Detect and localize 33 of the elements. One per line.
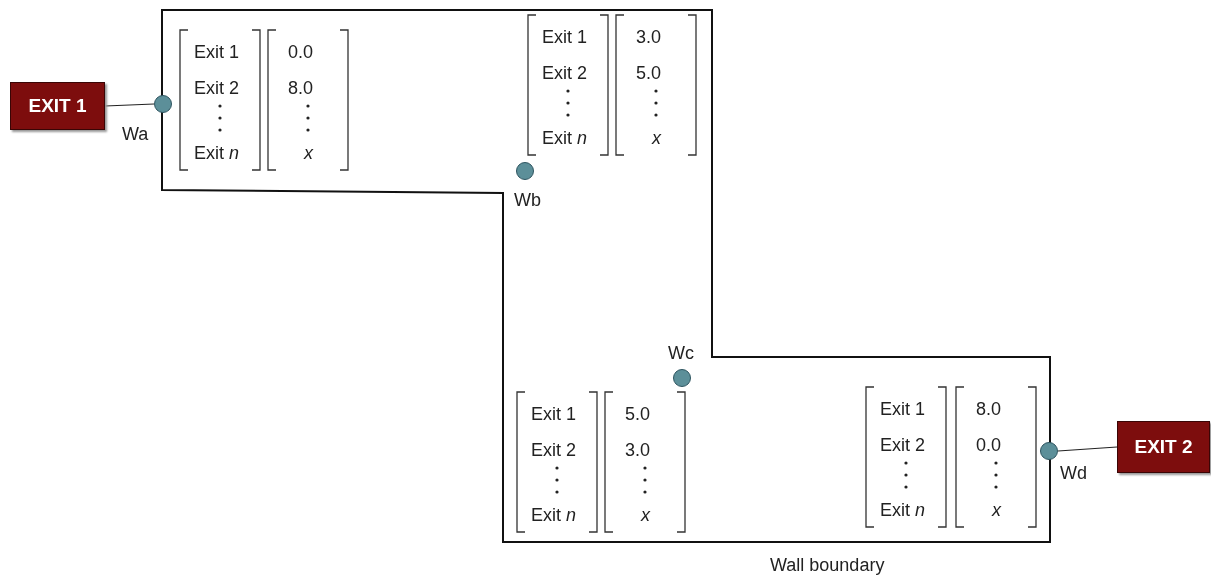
exit-label: Exit 2	[880, 435, 926, 455]
exit-label: Exit n	[880, 500, 926, 520]
distance-value: x	[652, 128, 661, 148]
distance-value: x	[641, 505, 650, 525]
distance-value: x	[304, 143, 313, 163]
exit-label: Exit 2	[542, 63, 588, 83]
connector-line	[104, 103, 155, 107]
exit-label: Exit 2	[194, 78, 240, 98]
exit-label: Exit 2	[531, 440, 577, 460]
point-label: Wa	[122, 124, 149, 145]
distance-value: 5.0	[636, 63, 662, 83]
connector-line	[1057, 446, 1118, 452]
exit-label: Exit n	[542, 128, 588, 148]
distance-value: 0.0	[976, 435, 1002, 455]
exit-label: Exit 1	[542, 27, 588, 47]
distance-value: 0.0	[288, 42, 314, 62]
exit-label: Exit 1	[194, 42, 240, 62]
distance-value: 3.0	[625, 440, 651, 460]
point-label: Wd	[1060, 463, 1087, 484]
exit-label: Exit n	[531, 505, 577, 525]
exit-label: Exit 1	[880, 399, 926, 419]
distance-value: x	[992, 500, 1001, 520]
boundary-caption: Wall boundary	[770, 555, 885, 575]
distance-value: 8.0	[288, 78, 314, 98]
exit-label: Exit 1	[531, 404, 577, 424]
point-label: Wc	[668, 343, 694, 364]
distance-value: 3.0	[636, 27, 662, 47]
exit-box: EXIT 2	[1117, 421, 1210, 473]
exit-box: EXIT 1	[10, 82, 105, 130]
distance-value: 5.0	[625, 404, 651, 424]
point-label: Wb	[514, 190, 541, 211]
exit-label: Exit n	[194, 143, 240, 163]
distance-value: 8.0	[976, 399, 1002, 419]
